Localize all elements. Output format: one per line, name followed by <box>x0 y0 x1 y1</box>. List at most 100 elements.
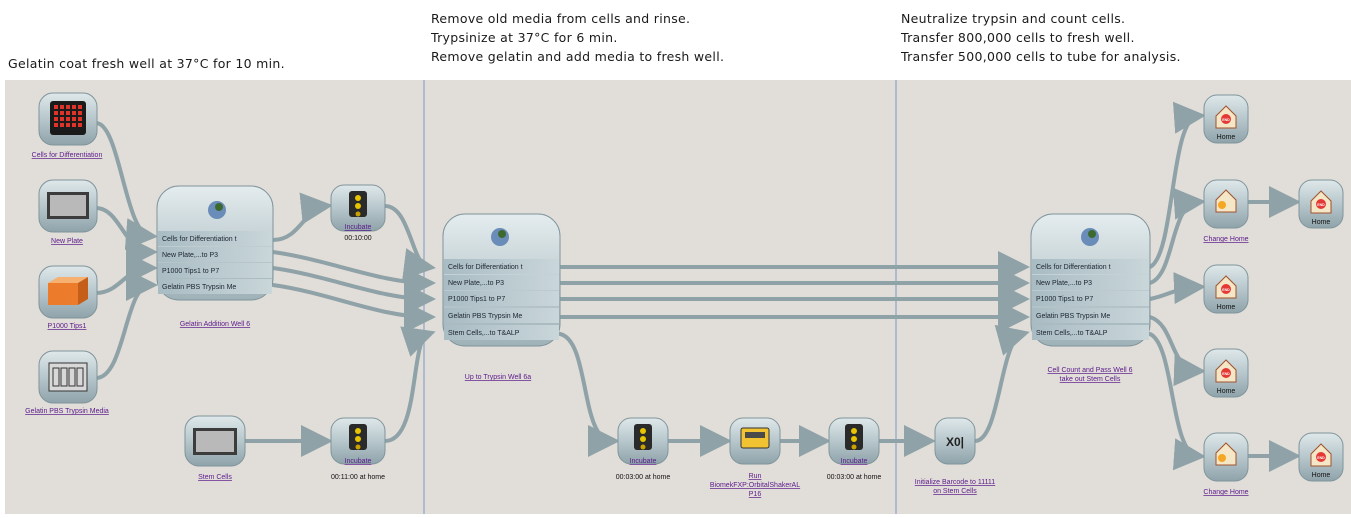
source-label[interactable]: New Plate <box>51 238 83 245</box>
method-row <box>158 279 272 294</box>
output-label: Home <box>1312 219 1331 226</box>
method-gelatin-addition[interactable]: Cells for Differentiation t New Plate,..… <box>156 185 274 328</box>
method-row <box>158 263 272 278</box>
step-incubate-3[interactable]: Incubate 00:03:00 at home <box>616 417 671 481</box>
method-row-label: Cells for Differentiation t <box>448 264 523 271</box>
reservoir-icon <box>48 362 88 392</box>
method-row-label: New Plate,...to P3 <box>448 280 504 287</box>
output-label: Home <box>1217 134 1236 141</box>
source-gelatin-media[interactable]: Gelatin PBS Trypsin Media <box>25 350 109 415</box>
output-change-home-1[interactable]: Change Home <box>1203 179 1249 243</box>
method-row <box>1032 325 1149 340</box>
method-row-label: Cells for Differentiation t <box>1036 264 1111 271</box>
output-label[interactable]: Change Home <box>1203 236 1248 243</box>
output-label[interactable]: Change Home <box>1203 489 1248 496</box>
output-label: Home <box>1312 472 1331 479</box>
end-glyph: END <box>1222 372 1230 376</box>
source-label[interactable]: Cells for Differentiation <box>32 152 103 159</box>
source-new-plate[interactable]: New Plate <box>38 179 98 245</box>
output-home-2[interactable]: END Home <box>1298 179 1344 229</box>
method-row <box>1032 259 1149 274</box>
caption-line: Transfer 500,000 cells to tube for analy… <box>901 49 1181 64</box>
method-row-label: Stem Cells,...to T&ALP <box>1036 330 1108 337</box>
step-label[interactable]: on Stem Cells <box>933 488 977 495</box>
method-label[interactable]: Up to Trypsin Well 6a <box>465 374 532 381</box>
method-row-label: New Plate,...to P3 <box>162 252 218 259</box>
method-cell-count-pass[interactable]: Cells for Differentiation t New Plate,..… <box>1030 213 1151 383</box>
method-row-label: Cells for Differentiation t <box>162 236 237 243</box>
end-glyph: END <box>1222 288 1230 292</box>
output-change-home-2[interactable]: Change Home <box>1203 432 1249 496</box>
step-label[interactable]: P16 <box>749 491 762 498</box>
barcode-icon: X0| <box>946 435 964 449</box>
caption-line: Neutralize trypsin and count cells. <box>901 11 1126 26</box>
method-person-icon <box>491 228 509 246</box>
method-person-icon <box>208 201 226 219</box>
source-label[interactable]: Gelatin PBS Trypsin Media <box>25 408 109 415</box>
step-incubate-1[interactable]: Incubate 00:10:00 <box>330 184 386 242</box>
caption-line: Transfer 800,000 cells to fresh well. <box>901 30 1135 45</box>
caption-step2: Remove old media from cells and rinse. T… <box>431 9 724 66</box>
end-glyph: END <box>1222 118 1230 122</box>
step-label[interactable]: Initialize Barcode to 11111 <box>915 479 996 486</box>
method-person-icon <box>1081 228 1099 246</box>
step-initialize-barcode[interactable]: X0| Initialize Barcode to 11111 on Stem … <box>915 417 996 495</box>
tip-box-icon <box>48 277 88 283</box>
method-row <box>444 275 559 290</box>
method-row-label: Stem Cells,...to T&ALP <box>448 330 520 337</box>
step-run-shaker[interactable]: Run BiomekFXP:OrbitalShakerAL P16 <box>710 417 800 498</box>
source-p1000-tips[interactable]: P1000 Tips1 <box>38 265 98 330</box>
method-up-to-trypsin[interactable]: Cells for Differentiation t New Plate,..… <box>442 213 561 381</box>
step-label[interactable]: Run <box>749 473 762 480</box>
method-row <box>444 308 559 323</box>
method-row <box>1032 291 1149 306</box>
step-duration: 00:03:00 at home <box>616 474 671 481</box>
output-label: Home <box>1217 304 1236 311</box>
caption-step1: Gelatin coat fresh well at 37°C for 10 m… <box>8 54 285 73</box>
workflow-canvas: Cells for Differentiation New Plate P100… <box>5 80 1351 514</box>
caption-line: Trypsinize at 37°C for 6 min. <box>431 30 618 45</box>
caption-line: Remove old media from cells and rinse. <box>431 11 691 26</box>
source-stem-cells[interactable]: Stem Cells <box>184 415 246 481</box>
step-duration: 00:11:00 at home <box>331 474 385 481</box>
output-home-5[interactable]: END Home <box>1298 432 1344 482</box>
method-label[interactable]: Gelatin Addition Well 6 <box>180 321 250 328</box>
method-row <box>158 247 272 262</box>
step-label[interactable]: Incubate <box>345 458 372 465</box>
caption-step3: Neutralize trypsin and count cells. Tran… <box>901 9 1181 66</box>
source-cells-for-differentiation[interactable]: Cells for Differentiation <box>32 92 103 159</box>
end-glyph: END <box>1317 203 1325 207</box>
method-label[interactable]: take out Stem Cells <box>1060 376 1121 383</box>
caption-line: Gelatin coat fresh well at 37°C for 10 m… <box>8 56 285 71</box>
method-row <box>1032 308 1149 323</box>
caption-line: Remove gelatin and add media to fresh we… <box>431 49 725 64</box>
end-glyph: END <box>1317 456 1325 460</box>
step-label[interactable]: Incubate <box>841 458 868 465</box>
step-label[interactable]: BiomekFXP:OrbitalShakerAL <box>710 482 800 489</box>
step-duration: 00:10:00 <box>344 235 371 242</box>
method-row-label: Gelatin PBS Trypsin Me <box>162 284 236 291</box>
source-label[interactable]: Stem Cells <box>198 474 232 481</box>
output-home-1[interactable]: END Home <box>1203 94 1249 144</box>
method-row <box>1032 275 1149 290</box>
method-row <box>158 231 272 246</box>
step-label[interactable]: Incubate <box>345 224 372 231</box>
method-row-label: Gelatin PBS Trypsin Me <box>448 313 522 320</box>
method-row-label: New Plate,...to P3 <box>1036 280 1092 287</box>
method-row <box>444 259 559 274</box>
method-row-label: Gelatin PBS Trypsin Me <box>1036 313 1110 320</box>
method-row-label: P1000 Tips1 to P7 <box>162 268 219 275</box>
method-row <box>444 325 559 340</box>
method-row-label: P1000 Tips1 to P7 <box>1036 296 1093 303</box>
step-duration: 00:03:00 at home <box>827 474 882 481</box>
connectors <box>94 101 1301 472</box>
output-label: Home <box>1217 388 1236 395</box>
method-row <box>444 291 559 306</box>
step-incubate-4[interactable]: Incubate 00:03:00 at home <box>827 417 882 481</box>
source-label[interactable]: P1000 Tips1 <box>48 323 87 330</box>
output-home-3[interactable]: END Home <box>1203 264 1249 314</box>
method-label[interactable]: Cell Count and Pass Well 6 <box>1047 367 1132 374</box>
output-home-4[interactable]: END Home <box>1203 348 1249 398</box>
step-incubate-2[interactable]: Incubate 00:11:00 at home <box>330 417 386 481</box>
step-label[interactable]: Incubate <box>630 458 657 465</box>
